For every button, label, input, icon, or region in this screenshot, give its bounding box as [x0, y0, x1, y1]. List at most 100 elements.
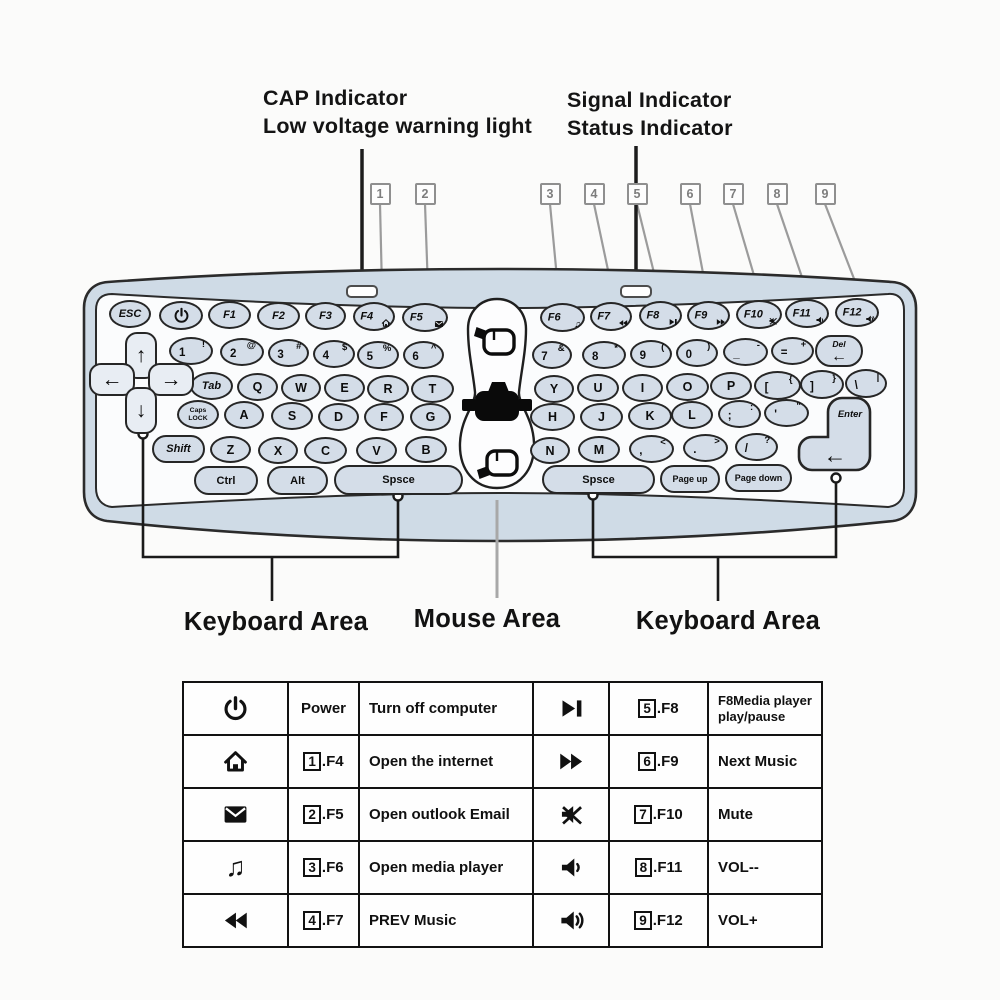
key-f4: F4	[353, 302, 395, 331]
vol-down-icon	[816, 316, 824, 323]
key-7: 7&	[532, 341, 572, 369]
home-icon	[381, 318, 391, 327]
cap-indicator-window	[346, 285, 378, 298]
key-ctrl: Ctrl	[194, 466, 258, 495]
callout-number-5: 5	[626, 183, 648, 205]
key-8: 8*	[582, 341, 626, 369]
rewind-icon	[619, 319, 628, 326]
key-del: Del←	[815, 335, 863, 367]
key-9: 9(	[630, 340, 672, 368]
key-f3: F3	[305, 302, 346, 330]
play-pause-icon	[669, 318, 677, 325]
key-space-left: Spsce	[334, 465, 463, 495]
key-i: I	[622, 374, 663, 402]
key-r: R	[367, 375, 409, 403]
function-description-cell: VOL+	[707, 893, 823, 948]
key-f7: F7	[590, 302, 632, 331]
key-p: P	[710, 372, 752, 400]
function-description-cell: Open outlook Email	[358, 787, 534, 842]
function-description-cell: Open the internet	[358, 734, 534, 789]
keyboard-area-right-bracket	[591, 482, 838, 601]
key-minus: _-	[723, 338, 768, 366]
right-bracket-dot-b	[830, 472, 842, 484]
key-name-cell: 8.F11	[608, 840, 709, 895]
key-0: 0)	[676, 339, 718, 367]
key-esc: ESC	[109, 300, 151, 328]
callout-number-4: 4	[583, 183, 605, 205]
function-description-cell: Mute	[707, 787, 823, 842]
cap-indicator-line1: CAP Indicator	[263, 86, 408, 110]
key-quote: '"	[764, 399, 809, 427]
key-s: S	[271, 402, 313, 430]
callout-number-6: 6	[679, 183, 701, 205]
key-f10: F10	[736, 300, 782, 329]
key-alt: Alt	[267, 466, 328, 495]
key-2: 2@	[220, 338, 264, 366]
function-description-cell: Next Music	[707, 734, 823, 789]
key-e: E	[324, 374, 365, 402]
cap-indicator-annotation: CAP Indicator Low voltage warning light	[263, 84, 532, 141]
mail-icon	[224, 806, 247, 823]
joystick-icon	[462, 382, 532, 421]
key-equals: =+	[771, 337, 814, 365]
key-name-cell: 7.F10	[608, 787, 709, 842]
key-d: D	[318, 403, 359, 431]
key-5: 5%	[357, 341, 399, 369]
callout-number-3: 3	[539, 183, 561, 205]
signal-indicator-annotation: Signal Indicator Status Indicator	[567, 86, 733, 143]
key-x: X	[258, 437, 298, 464]
keyboard-area-left-bracket	[141, 438, 400, 601]
music-icon-cell: ♫	[182, 840, 289, 895]
key-rbracket: ]}	[800, 370, 844, 399]
key-semicolon: ;:	[718, 400, 761, 428]
music-icon: ♫	[574, 318, 581, 329]
key-f: F	[364, 403, 404, 431]
mouse-right-click-icon	[477, 449, 519, 479]
key-tab: Tab	[190, 372, 233, 400]
rewind-icon	[224, 912, 247, 929]
key-arrow-right: →	[148, 363, 194, 396]
vol-up-icon-cell	[532, 893, 610, 948]
callout-number-7: 7	[722, 183, 744, 205]
key-slash: /?	[735, 433, 778, 461]
key-enter: Enter ←	[797, 396, 872, 472]
key-name-cell: 2.F5	[287, 787, 360, 842]
key-f2: F2	[257, 302, 300, 330]
key-period: .>	[683, 434, 728, 462]
key-v: V	[356, 437, 397, 464]
next-icon	[559, 753, 582, 770]
key-f8: F8	[639, 301, 682, 330]
signal-indicator-window	[620, 285, 652, 298]
next-icon-cell	[532, 734, 610, 789]
key-h: H	[530, 403, 575, 431]
callout-number-2: 2	[414, 183, 436, 205]
key-k: K	[628, 402, 672, 430]
power-icon-cell	[182, 681, 289, 736]
key-w: W	[281, 374, 321, 402]
function-description-cell: Turn off computer	[358, 681, 534, 736]
play-pause-icon-cell	[532, 681, 610, 736]
key-1: 1!	[169, 337, 213, 365]
key-name-cell: 5.F8	[608, 681, 709, 736]
mail-icon-cell	[182, 787, 289, 842]
home-icon	[224, 751, 247, 772]
vol-up-icon	[866, 315, 875, 322]
key-pageup: Page up	[660, 465, 720, 493]
key-z: Z	[210, 436, 251, 463]
mute-icon-cell	[532, 787, 610, 842]
callout-number-1: 1	[369, 183, 391, 205]
key-c: C	[304, 437, 347, 464]
key-f1: F1	[208, 301, 251, 329]
key-q: Q	[237, 373, 278, 401]
key-t: T	[411, 375, 454, 403]
keyboard-area-left-label: Keyboard Area	[183, 608, 369, 636]
key-name-cell: 1.F4	[287, 734, 360, 789]
key-name-cell: 9.F12	[608, 893, 709, 948]
key-lbracket: [{	[754, 371, 801, 400]
